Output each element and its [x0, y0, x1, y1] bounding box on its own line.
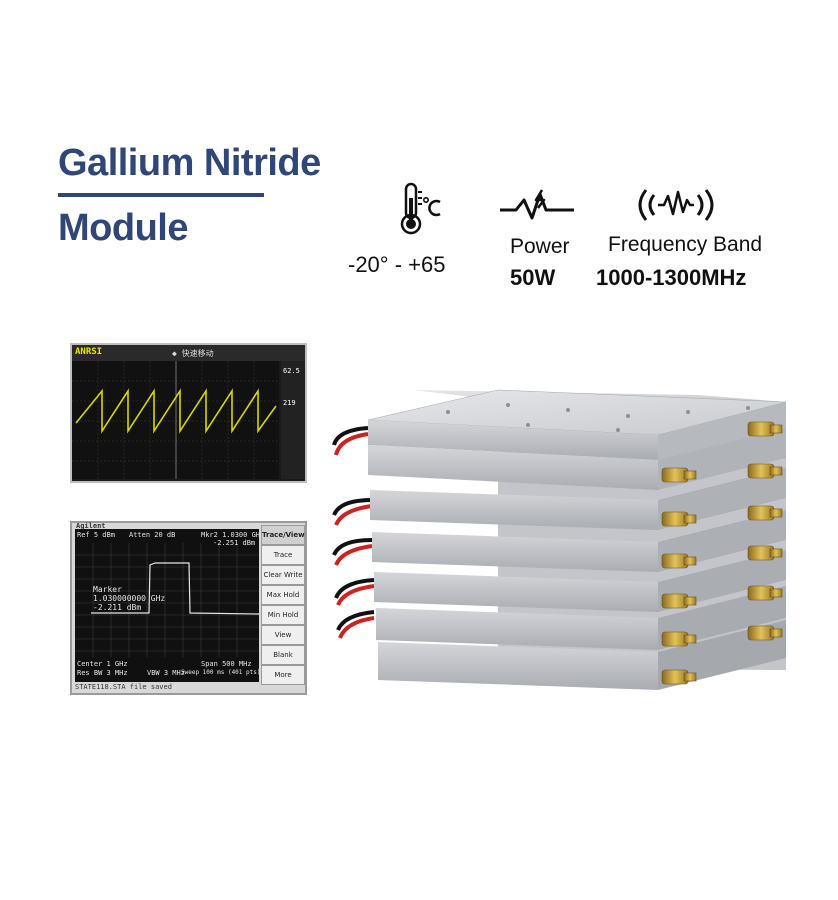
analyzer-softkey-blank[interactable]: Blank	[261, 645, 305, 665]
thermometer-icon	[400, 182, 441, 235]
scope-readout-2: 219	[283, 399, 296, 407]
oscilloscope-header: ◆ 快速移动	[172, 349, 214, 358]
power-value: 50W	[510, 265, 556, 290]
spectrum-analyzer: Agilent Ref 5 dBm Atten 20 dB Mkr2 1.030…	[70, 521, 307, 695]
analyzer-softkey-trace[interactable]: Trace	[261, 545, 305, 565]
title-divider	[58, 193, 264, 197]
analyzer-menu-title: Trace/View	[261, 525, 305, 545]
oscilloscope-screen: ANRSI ◆ 快速移动 62.5 219	[70, 343, 307, 483]
oscilloscope-trace	[72, 361, 279, 479]
analyzer-status: STATE118.STA file saved	[75, 683, 172, 691]
power-label: Power	[510, 235, 570, 258]
title-line-1: Gallium Nitride	[58, 142, 321, 184]
analyzer-sweep: Sweep 100 ms (401 pts)	[181, 669, 261, 676]
analyzer-softkey-more[interactable]: More	[261, 665, 305, 685]
analyzer-span: Span 500 MHz	[201, 660, 252, 668]
analyzer-ref: Ref 5 dBm	[77, 531, 115, 539]
oscilloscope-topbar: ANRSI ◆ 快速移动	[72, 345, 305, 361]
analyzer-marker-freq: 1.030000000 GHz	[93, 594, 166, 603]
analyzer-res-bw: Res BW 3 MHz	[77, 669, 128, 677]
signal-wave-icon	[638, 189, 714, 221]
analyzer-atten: Atten 20 dB	[129, 531, 176, 539]
title-line-2: Module	[58, 207, 188, 249]
analyzer-brand: Agilent	[76, 522, 106, 530]
oscilloscope-brand: ANRSI	[75, 347, 103, 357]
gan-module-stack	[332, 389, 787, 690]
oscilloscope-sidebar: 62.5 219	[281, 361, 305, 479]
analyzer-softkey-min-hold[interactable]: Min Hold	[261, 605, 305, 625]
analyzer-vbw: VBW 3 MHz	[147, 669, 185, 677]
analyzer-mkr: Mkr2 1.0300 GHz	[201, 531, 265, 539]
analyzer-softkey-view[interactable]: View	[261, 625, 305, 645]
analyzer-softkey-max-hold[interactable]: Max Hold	[261, 585, 305, 605]
analyzer-center: Center 1 GHz	[77, 660, 128, 668]
analyzer-softkey-clear-write[interactable]: Clear Write	[261, 565, 305, 585]
analyzer-mkr-value: -2.251 dBm	[213, 539, 256, 547]
frequency-value: 1000-1300MHz	[596, 265, 747, 290]
temperature-value: -20° - +65	[348, 252, 446, 277]
analyzer-trace	[75, 543, 259, 657]
analyzer-marker-amp: -2.211 dBm	[93, 603, 142, 612]
power-wave-icon	[500, 189, 574, 220]
analyzer-screen: Ref 5 dBm Atten 20 dB Mkr2 1.0300 GHz -2…	[75, 529, 264, 682]
frequency-label: Frequency Band	[608, 233, 763, 256]
analyzer-marker-label: Marker	[93, 585, 122, 594]
scope-readout-1: 62.5	[283, 367, 300, 375]
